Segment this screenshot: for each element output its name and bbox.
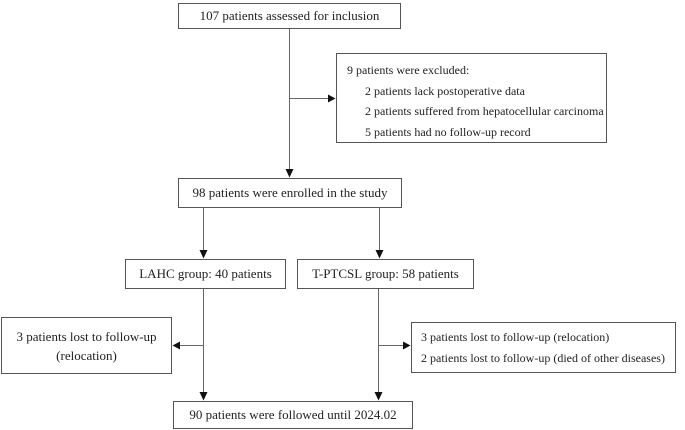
box-enrolled-in-study: 98 patients were enrolled in the study — [178, 178, 402, 208]
arrowhead-down — [374, 392, 383, 401]
excluded-item: 2 patients lack postoperative data — [365, 83, 525, 98]
excluded-item: 2 patients suffered from hepatocellular … — [365, 104, 604, 118]
box-assessed-for-inclusion: 107 patients assessed for inclusion — [178, 3, 401, 29]
excluded-header: 9 patients were excluded: — [347, 63, 470, 77]
arrowhead-down — [199, 392, 208, 401]
arrowhead-down — [199, 250, 208, 259]
excluded-item: 5 patients had no follow-up record — [365, 124, 531, 139]
lost-line: (relocation) — [56, 347, 117, 363]
arrowhead-left — [172, 341, 180, 350]
box-lost-followup-tptcsl: 3 patients lost to follow-up (relocation… — [411, 322, 676, 373]
box-lahc-group: LAHC group: 40 patients — [125, 259, 286, 289]
arrowhead-right — [403, 341, 411, 350]
lost-line: 3 patients lost to follow-up (relocation… — [421, 329, 610, 344]
lost-line: 3 patients lost to follow-up — [16, 328, 157, 344]
arrowhead-down — [375, 250, 384, 259]
arrowhead-right — [328, 94, 336, 103]
arrowhead-down — [285, 169, 294, 178]
box-lost-followup-lahc: 3 patients lost to follow-up (relocation… — [1, 317, 172, 374]
box-followed-until: 90 patients were followed until 2024.02 — [173, 401, 413, 429]
lost-line: 2 patients lost to follow-up (died of ot… — [421, 350, 665, 365]
box-tptcsl-group: T-PTCSL group: 58 patients — [297, 259, 474, 289]
box-patients-excluded: 9 patients were excluded: 2 patients lac… — [336, 53, 607, 143]
